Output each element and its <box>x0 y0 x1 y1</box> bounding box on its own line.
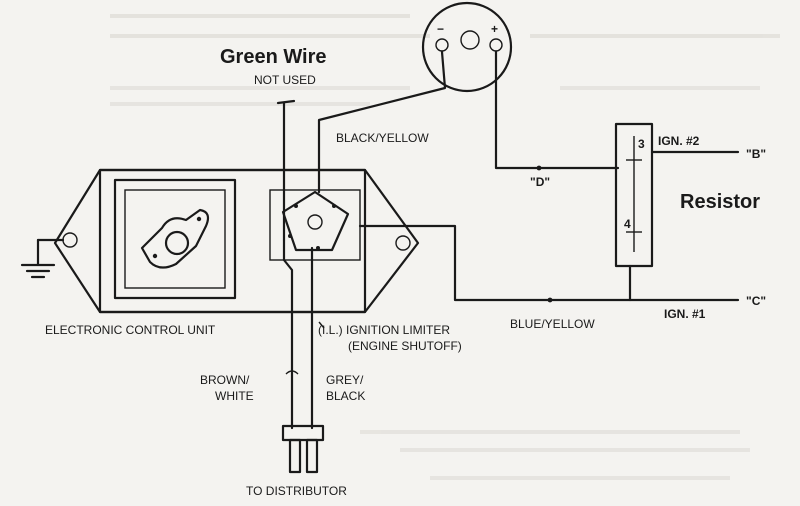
coil-negative-terminal <box>435 38 449 52</box>
coil-body <box>421 1 513 93</box>
resistor-body <box>614 122 654 268</box>
grey-black-label-line2: BLACK <box>326 389 365 403</box>
d-terminal-label: "D" <box>530 175 550 189</box>
b-terminal-label: "B" <box>746 147 766 161</box>
coil-plus-label: + <box>491 22 498 36</box>
brown-white-label-line1: BROWN/ <box>200 373 250 387</box>
green-wire-label: Green Wire <box>220 46 327 68</box>
to-distributor-label: TO DISTRIBUTOR <box>246 484 347 498</box>
resistor-label: Resistor <box>680 191 760 213</box>
d-junction <box>536 165 542 171</box>
ecu-terminal-plate <box>281 190 350 252</box>
ecu-module-inner <box>124 189 226 289</box>
coil-positive-terminal <box>489 38 503 52</box>
limiter-label-line1: (I.L.) IGNITION LIMITER <box>318 323 450 337</box>
resistor-pin-3: 3 <box>638 137 645 151</box>
distributor-plug <box>281 424 325 442</box>
not-used-label: NOT USED <box>254 73 316 87</box>
ign1-label: IGN. #1 <box>664 307 706 321</box>
resistor-pin-4: 4 <box>624 217 631 231</box>
ecu-mount-hole-left <box>62 232 78 248</box>
c-terminal-label: "C" <box>746 294 766 308</box>
ignition-coil: − + <box>421 1 513 93</box>
black-yellow-wire <box>317 50 447 194</box>
coil-to-d-wire <box>494 50 620 170</box>
brown-white-label-line2: WHITE <box>215 389 254 403</box>
limiter-label-line2: (ENGINE SHUTOFF) <box>348 339 462 353</box>
distributor-connector <box>281 424 325 474</box>
transistor-icon <box>140 208 210 269</box>
resistor: 3 4 <box>614 122 654 268</box>
background-bleed-text <box>110 14 780 480</box>
blue-yellow-junction <box>547 297 553 303</box>
ecu-center-stud <box>307 214 323 230</box>
ign2-label: IGN. #2 <box>658 134 700 148</box>
ecu-module <box>113 178 237 300</box>
distributor-pin-right <box>305 438 319 474</box>
ecu-mount-hole-right <box>395 235 411 251</box>
black-yellow-label: BLACK/YELLOW <box>336 131 429 145</box>
electronic-control-unit <box>53 168 420 314</box>
blue-yellow-label: BLUE/YELLOW <box>510 317 595 331</box>
blue-yellow-wire <box>358 224 740 302</box>
coil-center-terminal <box>460 30 480 50</box>
ecu-outline <box>53 168 420 314</box>
ecu-body <box>98 168 367 314</box>
grey-black-label-line1: GREY/ <box>326 373 364 387</box>
brown-white-wire <box>282 238 294 430</box>
ground-symbol <box>20 238 65 279</box>
wires <box>276 50 740 430</box>
ecu-label: ELECTRONIC CONTROL UNIT <box>45 323 216 337</box>
distributor-pin-left <box>288 438 302 474</box>
coil-minus-label: − <box>437 22 444 36</box>
